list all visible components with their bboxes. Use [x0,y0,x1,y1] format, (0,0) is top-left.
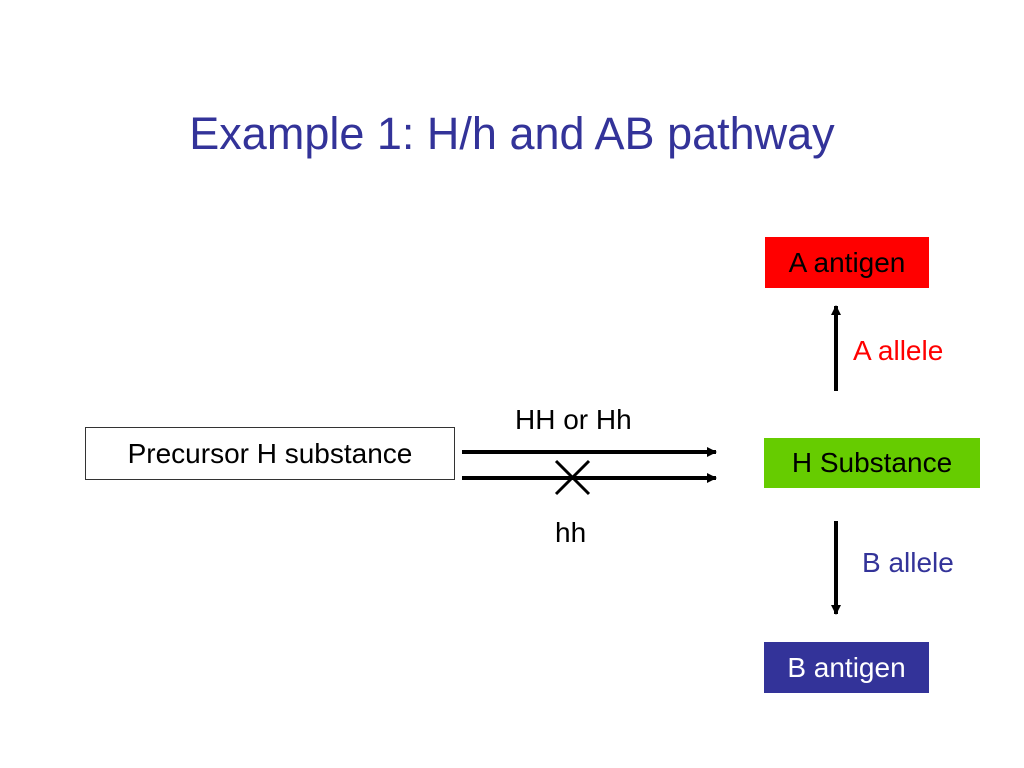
slide-title: Example 1: H/h and AB pathway [189,108,835,159]
node-a-antigen: A antigen [765,237,929,288]
node-precursor-h-substance: Precursor H substance [85,427,455,480]
label-hh-or-hh: HH or Hh [515,404,632,435]
block-x-icon [554,459,591,496]
node-b-antigen: B antigen [764,642,929,693]
node-h-substance: H Substance [764,438,980,488]
label-a-allele: A allele [853,335,944,366]
label-b-allele: B allele [862,547,954,578]
label-hh: hh [555,517,587,548]
